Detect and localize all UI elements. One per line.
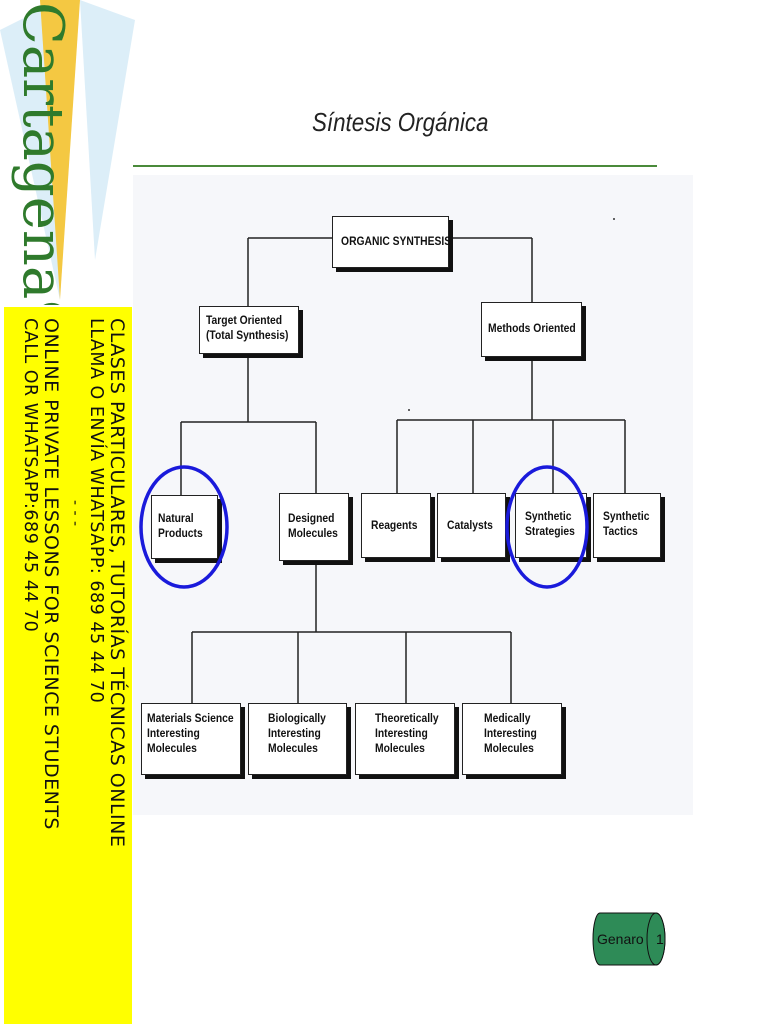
node-theoretically-label-1: Theoretically [375,711,439,725]
node-target-oriented-label-2: (Total Synthesis) [206,328,289,342]
footer-author: Genaro [597,931,644,947]
node-medically-label-2: Interesting [484,726,537,740]
node-designed-molecules-label-2: Molecules [288,526,338,540]
node-biologically-label-1: Biologically [268,711,326,725]
node-organic-synthesis: ORGANIC SYNTHESIS [332,216,452,268]
node-theoretically-interesting: Theoretically Interesting Molecules [355,703,455,775]
highlight-circle-natural-products [139,465,229,589]
highlight-circle-synthetic-strategies [505,465,589,589]
node-theoretically-label-2: Interesting [375,726,428,740]
node-target-oriented: Target Oriented (Total Synthesis) [199,306,299,354]
node-biologically-label-3: Molecules [268,741,318,755]
footer-badge [592,912,666,966]
node-synthetic-tactics: Synthetic Tactics [593,493,661,558]
node-biologically-interesting: Biologically Interesting Molecules [248,703,347,775]
node-materials-science: Materials Science Interesting Molecules [141,703,241,775]
node-methods-oriented-label: Methods Oriented [488,321,576,335]
node-biologically-label-2: Interesting [268,726,321,740]
node-materials-science-label-1: Materials Science [147,711,234,725]
watermark-logo: Cartagena99 [0,0,135,305]
node-target-oriented-label-1: Target Oriented [206,313,283,327]
node-synthetic-strategies-label-1: Synthetic [525,509,572,523]
node-synthetic-strategies: Synthetic Strategies [515,493,587,558]
node-synthetic-strategies-label-2: Strategies [525,524,575,538]
node-medically-interesting: Medically Interesting Molecules [462,703,562,775]
node-catalysts: Catalysts [437,493,506,558]
logo-triangles [0,0,135,300]
footer-page-number: 1 [656,931,664,947]
node-reagents: Reagents [361,493,431,558]
node-synthetic-tactics-label-1: Synthetic [603,509,650,523]
node-natural-products-label-2: Products [158,526,203,540]
title-divider [133,165,657,167]
node-methods-oriented: Methods Oriented [481,302,582,357]
node-designed-molecules-label-1: Designed [288,511,335,525]
node-medically-label-1: Medically [484,711,531,725]
node-natural-products-label-1: Natural [158,511,194,525]
node-materials-science-label-2: Interesting [147,726,200,740]
node-reagents-label: Reagents [371,518,418,532]
node-materials-science-label-3: Molecules [147,741,197,755]
node-designed-molecules: Designed Molecules [279,493,349,561]
node-medically-label-3: Molecules [484,741,534,755]
node-natural-products: Natural Products [151,495,218,559]
slide-title: Síntesis Orgánica [312,107,489,137]
node-theoretically-label-3: Molecules [375,741,425,755]
node-catalysts-label: Catalysts [447,518,493,532]
ad-banner [4,307,132,1024]
node-synthetic-tactics-label-2: Tactics [603,524,638,538]
node-organic-synthesis-label: ORGANIC SYNTHESIS [341,234,452,248]
